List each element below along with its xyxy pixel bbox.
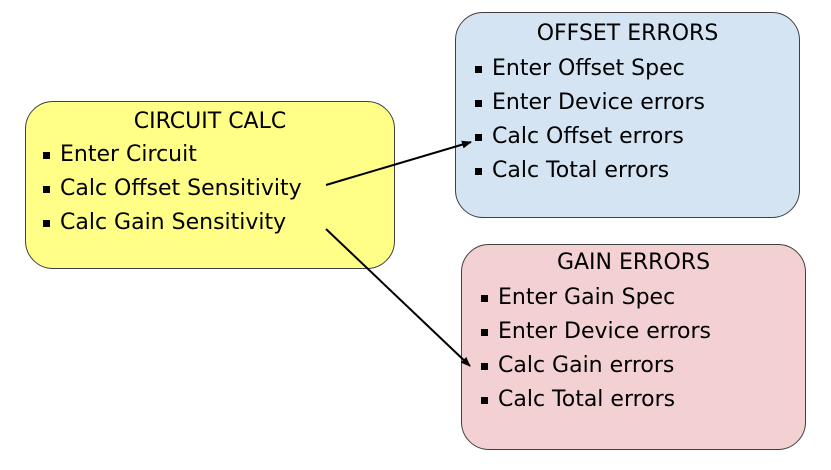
list-item-label: Enter Device errors [498,319,711,344]
list-item: Enter Gain Spec [481,281,805,315]
square-bullet-icon [481,294,488,302]
list-item-label: Enter Circuit [60,142,197,167]
square-bullet-icon [475,65,482,73]
list-item-label: Enter Device errors [492,90,705,115]
gain-errors-list: Enter Gain Spec Enter Device errors Calc… [462,275,805,417]
gain-errors-box: GAIN ERRORS Enter Gain Spec Enter Device… [461,244,806,450]
circuit-calc-box: CIRCUIT CALC Enter Circuit Calc Offset S… [25,101,395,269]
list-item: Enter Device errors [481,315,805,349]
list-item-label: Enter Offset Spec [492,56,685,81]
list-item-label: Calc Gain Sensitivity [60,210,287,235]
list-item: Calc Offset Sensitivity [43,172,394,206]
square-bullet-icon [481,396,488,404]
list-item: Calc Gain Sensitivity [43,206,394,240]
square-bullet-icon [475,133,482,141]
offset-errors-list: Enter Offset Spec Enter Device errors Ca… [456,46,799,188]
list-item: Enter Circuit [43,138,394,172]
list-item-label: Calc Gain errors [498,353,675,378]
list-item: Enter Offset Spec [475,52,799,86]
circuit-calc-title: CIRCUIT CALC [133,109,287,134]
list-item: Enter Device errors [475,86,799,120]
offset-errors-box: OFFSET ERRORS Enter Offset Spec Enter De… [455,12,800,218]
square-bullet-icon [475,99,482,107]
list-item-label: Enter Gain Spec [498,285,676,310]
list-item-label: Calc Total errors [492,158,670,183]
list-item: Calc Gain errors [481,349,805,383]
square-bullet-icon [43,185,50,193]
square-bullet-icon [475,167,482,175]
gain-errors-title: GAIN ERRORS [556,250,711,275]
offset-errors-title: OFFSET ERRORS [536,21,719,46]
square-bullet-icon [43,151,50,159]
list-item-label: Calc Offset errors [492,124,684,149]
list-item: Calc Offset errors [475,120,799,154]
list-item: Calc Total errors [475,154,799,188]
list-item: Calc Total errors [481,383,805,417]
list-item-label: Calc Total errors [498,387,676,412]
square-bullet-icon [481,328,488,336]
square-bullet-icon [43,219,50,227]
list-item-label: Calc Offset Sensitivity [60,176,302,201]
square-bullet-icon [481,362,488,370]
circuit-calc-list: Enter Circuit Calc Offset Sensitivity Ca… [26,134,394,240]
